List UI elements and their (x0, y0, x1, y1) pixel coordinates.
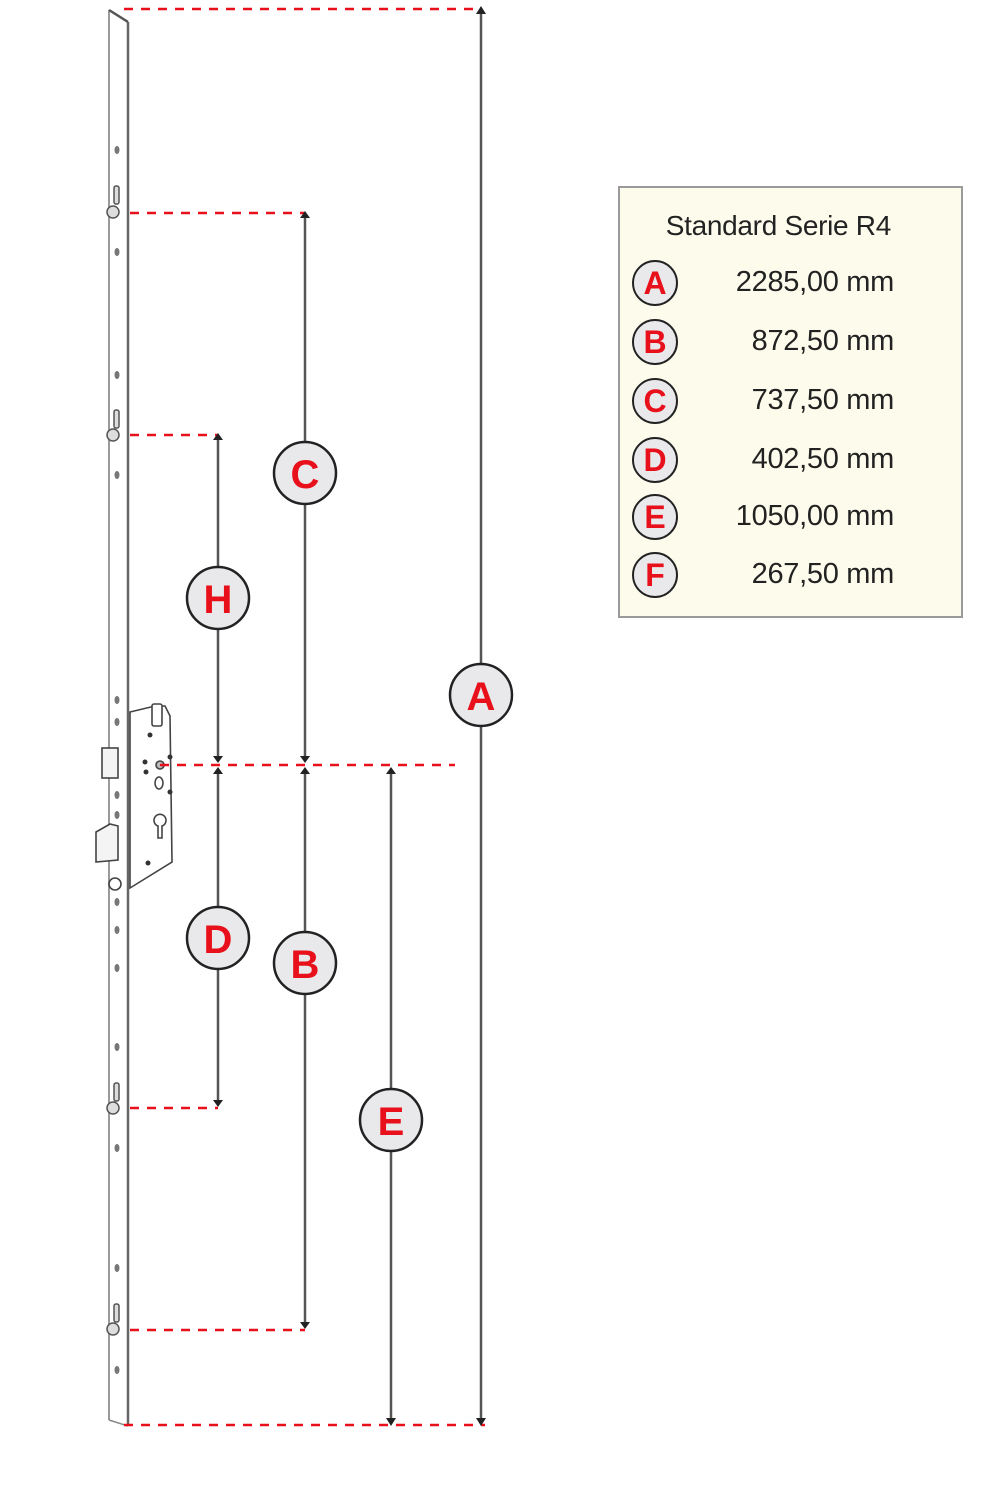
dimension-lines (216, 12, 483, 1422)
legend-value-b: 872,50 mm (751, 325, 895, 357)
badge-b: B (272, 930, 338, 996)
svg-text:C: C (291, 453, 320, 497)
legend-row-d: D 402,50 mm (632, 437, 894, 489)
legend-row-f: F 267,50 mm (632, 552, 894, 604)
legend-row-e: E 1050,00 mm (632, 494, 894, 546)
lock-case (95, 703, 173, 891)
legend-badge-a: A (632, 260, 678, 306)
legend-row-b: B 872,50 mm (632, 319, 894, 371)
legend-value-f: 267,50 mm (751, 558, 895, 590)
svg-text:B: B (291, 943, 320, 987)
legend-badge-d: D (632, 437, 678, 483)
legend-row-c: C 737,50 mm (632, 378, 894, 430)
faceplate (106, 8, 130, 1427)
svg-text:D: D (204, 918, 233, 962)
legend-value-d: 402,50 mm (751, 443, 895, 475)
arrowheads (213, 6, 486, 1426)
badge-d: D (185, 905, 251, 971)
screw-holes-icon (114, 146, 120, 1374)
legend-value-a: 2285,00 mm (735, 266, 895, 298)
svg-text:A: A (467, 675, 496, 719)
legend-value-c: 737,50 mm (751, 384, 895, 416)
legend-badge-c: C (632, 378, 678, 424)
legend-badge-b: B (632, 319, 678, 365)
reference-lines (124, 7, 485, 1427)
hook-bolt-icon (106, 185, 120, 1336)
legend-badge-e: E (632, 494, 678, 540)
dimension-badges: A C H D B E (185, 440, 514, 1153)
legend-value-e: 1050,00 mm (735, 500, 895, 532)
svg-text:H: H (204, 578, 233, 622)
badge-c: C (272, 440, 338, 506)
badge-a: A (448, 662, 514, 728)
badge-e: E (358, 1087, 424, 1153)
svg-text:E: E (378, 1100, 405, 1144)
legend-badge-f: F (632, 552, 678, 598)
legend-row-a: A 2285,00 mm (632, 260, 894, 312)
dimension-legend: Standard Serie R4 A 2285,00 mm B 872,50 … (618, 186, 963, 618)
legend-title: Standard Serie R4 (665, 210, 892, 241)
badge-h: H (185, 565, 251, 631)
